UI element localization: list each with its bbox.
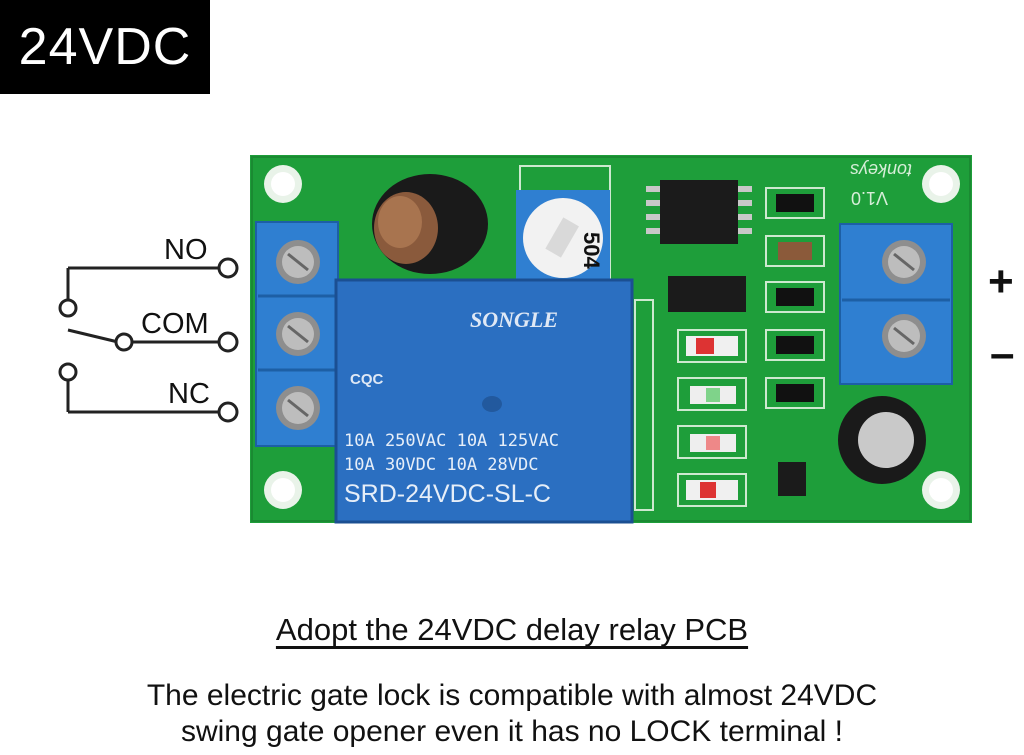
smd-components bbox=[686, 194, 814, 500]
silk-brand: tonkeys bbox=[850, 160, 912, 180]
terminal-label-nc: NC bbox=[168, 378, 210, 410]
relay-brand: SONGLE bbox=[470, 307, 558, 332]
capacitor-top bbox=[372, 174, 488, 274]
caption-line-2: swing gate opener even it has no LOCK te… bbox=[180, 715, 844, 748]
caption-heading: Adopt the 24VDC delay relay PCB bbox=[0, 612, 1024, 648]
terminal-label-plus: + bbox=[988, 257, 1014, 306]
power-terminal-block bbox=[839, 223, 953, 385]
terminal-label-com: COM bbox=[141, 308, 209, 340]
caption-line-1: The electric gate lock is compatible wit… bbox=[146, 679, 878, 712]
caption-description: The electric gate lock is compatible wit… bbox=[0, 678, 1024, 750]
ic-chip bbox=[646, 180, 752, 244]
diode bbox=[668, 276, 746, 312]
relay-rating-line2: 10A 30VDC 10A 28VDC bbox=[344, 455, 538, 475]
relay-model: SRD-24VDC-SL-C bbox=[344, 480, 551, 508]
capacitor-bottom bbox=[838, 396, 926, 484]
pot-code: 504 bbox=[579, 232, 604, 269]
terminal-label-minus: – bbox=[990, 329, 1015, 378]
relay-cert: CQC bbox=[350, 371, 384, 388]
potentiometer bbox=[516, 190, 610, 284]
voltage-badge: 24VDC bbox=[0, 0, 210, 94]
caption-heading-text: Adopt the 24VDC delay relay PCB bbox=[275, 612, 749, 647]
output-terminal-block bbox=[255, 221, 339, 447]
relay-rating-line1: 10A 250VAC 10A 125VAC bbox=[344, 431, 559, 451]
terminal-label-no: NO bbox=[164, 234, 208, 266]
silk-version: V1.0 bbox=[851, 188, 888, 208]
mounting-holes bbox=[264, 165, 960, 509]
relay-body bbox=[334, 278, 634, 524]
wiring-schematic bbox=[58, 257, 239, 423]
